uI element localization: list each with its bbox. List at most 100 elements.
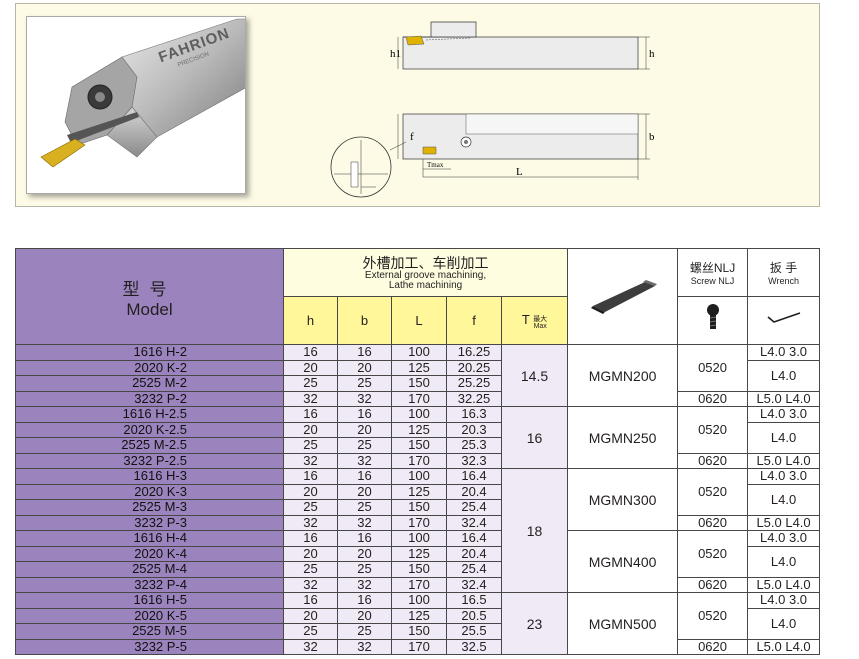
L-cell: 125 [391,607,447,624]
wrench-cell: L4.0 3.0 [747,592,821,609]
f-cell: 16.4 [446,468,502,485]
h-cell: 25 [283,437,338,454]
t-max-cell: 14.5 [500,344,569,407]
model-cell: 2020 K-2 [15,359,284,376]
f-cell: 32.25 [446,390,502,407]
wrench-cell: L5.0 L4.0 [747,514,821,531]
wrench-cell: L4.0 [747,421,821,454]
L-cell: 100 [391,468,447,485]
f-cell: 20.4 [446,483,502,500]
model-cell: 2525 M-5 [15,623,284,640]
wrench-cell: L5.0 L4.0 [747,638,821,655]
L-cell: 150 [391,499,447,516]
insert-cell: MGMN250 [567,406,679,469]
col-T-label: T [521,311,530,327]
t-max-cell: 18 [500,468,569,593]
model-cell: 2525 M-2.5 [15,437,284,454]
insert-cell: MGMN500 [567,592,679,655]
wrench-cell: L4.0 [747,359,821,392]
L-cell: 150 [391,561,447,578]
f-cell: 16.25 [446,344,502,361]
h-cell: 16 [283,530,338,547]
screw-cell: 0620 [677,390,749,407]
b-cell: 20 [337,483,392,500]
screw-header-cn: 螺丝NLJ [689,261,736,275]
b-cell: 25 [337,499,392,516]
model-cell: 3232 P-2 [15,390,284,407]
L-cell: 125 [391,359,447,376]
L-cell: 170 [391,514,447,531]
h-cell: 20 [283,421,338,438]
machining-header: 外槽加工、车削加工 External groove machining, Lat… [282,248,569,297]
spec-table: 型号 Model 外槽加工、车削加工 External groove machi… [15,248,821,655]
model-cell: 2020 K-2.5 [15,421,284,438]
screw-cell: 0620 [677,452,749,469]
dim-b-label: b [649,131,655,143]
b-cell: 16 [337,530,392,547]
h-cell: 16 [283,592,338,609]
screw-cell: 0520 [677,530,749,578]
model-cell: 3232 P-4 [15,576,284,593]
f-cell: 25.5 [446,623,502,640]
h-cell: 25 [283,623,338,640]
model-cell: 1616 H-2 [15,344,284,361]
col-T-sub-en: Max [533,322,547,330]
tool-photo: FAHRION PRECISION [26,16,246,194]
insert-header [567,248,679,345]
machining-header-en-1: External groove machining, [364,269,487,281]
L-cell: 100 [391,530,447,547]
f-cell: 25.3 [446,437,502,454]
f-cell: 25.4 [446,561,502,578]
h-cell: 32 [283,638,338,655]
insert-cell: MGMN400 [567,530,679,593]
f-cell: 20.3 [446,421,502,438]
L-cell: 125 [391,421,447,438]
f-cell: 16.3 [446,406,502,423]
L-cell: 150 [391,375,447,392]
f-cell: 25.25 [446,375,502,392]
f-cell: 32.4 [446,576,502,593]
f-cell: 32.5 [446,638,502,655]
f-cell: 20.25 [446,359,502,376]
dim-h1-label: h1 [390,48,401,60]
b-cell: 25 [337,561,392,578]
L-cell: 150 [391,623,447,640]
L-cell: 100 [391,592,447,609]
wrench-cell: L5.0 L4.0 [747,390,821,407]
L-cell: 170 [391,638,447,655]
b-cell: 16 [337,406,392,423]
h-cell: 32 [283,576,338,593]
machining-header-en-2: Lathe machining [388,279,463,291]
wrench-icon-cell [747,296,821,345]
wrench-cell: L5.0 L4.0 [747,452,821,469]
insert-cell: MGMN300 [567,468,679,531]
screw-icon-cell [677,296,749,345]
col-T-sub-cn: 最大 [533,315,548,323]
b-cell: 16 [337,344,392,361]
L-cell: 170 [391,390,447,407]
b-cell: 32 [337,514,392,531]
model-cell: 2525 M-4 [15,561,284,578]
L-cell: 100 [391,406,447,423]
b-cell: 20 [337,359,392,376]
screw-cell: 0520 [677,592,749,640]
model-cell: 2020 K-3 [15,483,284,500]
L-cell: 150 [391,437,447,454]
model-cell: 3232 P-3 [15,514,284,531]
f-cell: 16.5 [446,592,502,609]
t-max-cell: 16 [500,406,569,469]
h-cell: 16 [283,344,338,361]
model-cell: 1616 H-3 [15,468,284,485]
machining-header-cn: 外槽加工、车削加工 [362,254,489,271]
